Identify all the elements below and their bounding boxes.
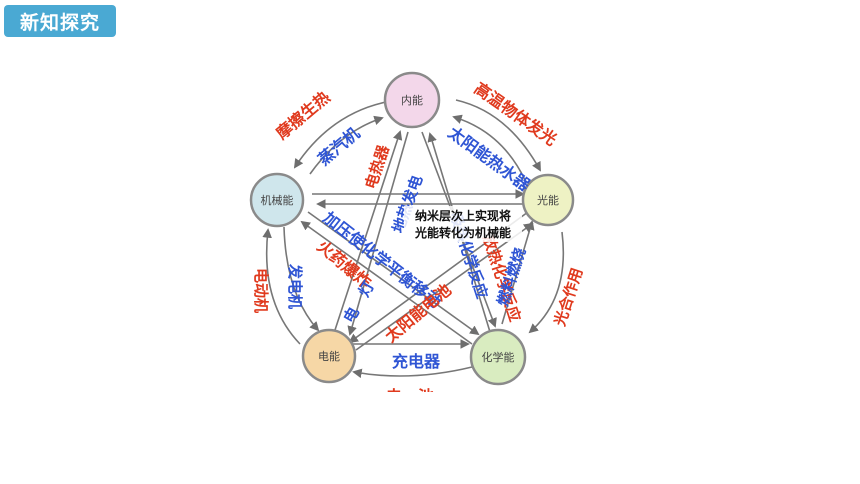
node-chemical-label: 化学能 [482, 350, 515, 364]
annotation-nano-light-to-mechanical: 纳米层次上实现将 光能转化为机械能 [404, 206, 522, 242]
label-high-temp-glow: 高温物体发光 [471, 79, 561, 150]
label-steam-engine: 蒸汽机 [314, 124, 363, 169]
arrow-light-to-internal-inner [452, 114, 526, 181]
label-motor: 电动机 [252, 268, 270, 313]
label-friction-heat: 摩擦生热 [272, 87, 333, 143]
label-battery: 电 池 [386, 387, 434, 392]
node-mechanical-label: 机械能 [261, 193, 294, 207]
annotation-line-1: 纳米层次上实现将 [415, 208, 511, 223]
label-lamp: 电 灯 [340, 278, 378, 326]
arrow-light-to-chemical-outer [528, 231, 565, 334]
label-generator: 发电机 [286, 263, 304, 309]
annotation-line-2: 光能转化为机械能 [414, 225, 511, 240]
arrow-internal-to-light-outer [455, 99, 541, 172]
node-mechanical-energy: 机械能 [249, 172, 305, 228]
arrow-mechanical-to-internal-inner [309, 115, 384, 175]
arrow-mechanical-to-chemical [307, 211, 480, 336]
arrow-electric-to-internal [334, 130, 403, 331]
node-electric-label: 电能 [318, 349, 340, 363]
node-chemical-energy: 化学能 [469, 328, 527, 386]
node-internal-label: 内能 [401, 93, 423, 107]
label-solar-water-heater: 太阳能热水器 [444, 122, 534, 195]
node-light-energy: 光能 [521, 173, 575, 227]
node-electric-energy: 电能 [301, 328, 357, 384]
arrow-chemical-to-mechanical [300, 220, 473, 345]
arrow-chemical-to-light [501, 220, 535, 325]
arrow-internal-to-electric [347, 131, 409, 336]
node-internal-energy: 内能 [383, 71, 441, 129]
arrow-mechanical-to-electric-inner [283, 226, 320, 332]
node-light-label: 光能 [537, 193, 559, 207]
label-charger: 充电器 [392, 352, 441, 371]
section-badge: 新知探究 [4, 5, 116, 37]
arrow-electric-to-mechanical-outer [262, 228, 301, 345]
arrow-chemical-to-electric [352, 366, 473, 379]
arrow-electric-to-light [355, 222, 534, 351]
energy-conversion-diagram: 内能 光能 机械能 电能 化学能 摩擦生热 高温物体发光 蒸汽机 太阳能热水器 … [240, 62, 595, 406]
arrow-internal-to-mechanical-outer [293, 101, 387, 169]
